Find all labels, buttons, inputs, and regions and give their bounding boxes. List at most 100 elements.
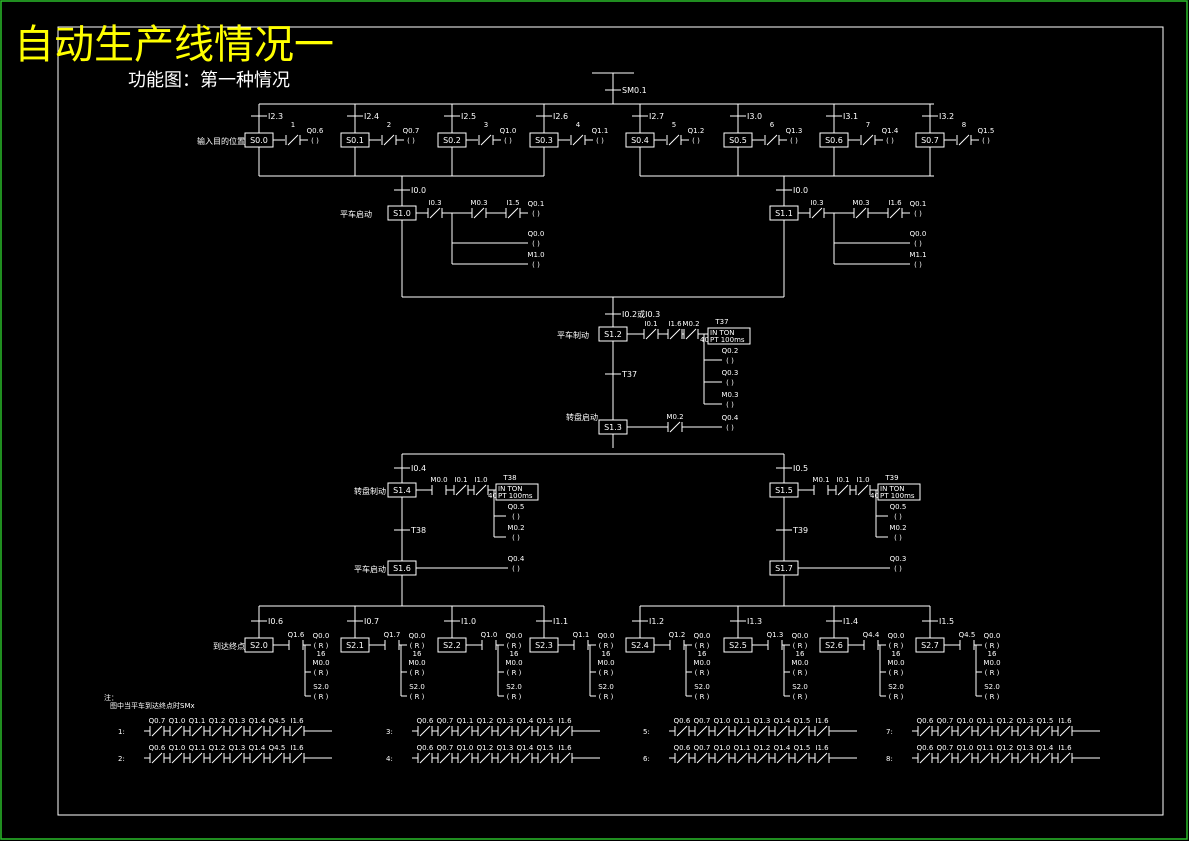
coil-symbol: ( R ) [985, 669, 1000, 677]
contact-label: I1.6 [558, 717, 572, 725]
coil-label: Q0.3 [890, 555, 907, 563]
contact-slash [291, 725, 303, 737]
contact-slash [559, 752, 571, 764]
transition-label: I0.7 [364, 617, 379, 626]
contact-slash [191, 752, 203, 764]
transition-label: I0.0 [793, 186, 808, 195]
contact-label: Q1.2 [669, 631, 686, 639]
coil-count: 16 [317, 650, 326, 658]
page-title: 自动生产线情况一 [14, 22, 334, 68]
contact-slash [519, 725, 531, 737]
coil-label: M0.0 [983, 659, 1000, 667]
position-number: 1 [291, 121, 295, 129]
coil-label: Q0.0 [694, 632, 711, 640]
contact-label: Q1.2 [754, 744, 771, 752]
transition-label: I1.1 [553, 617, 568, 626]
contact-label: Q1.4 [774, 717, 791, 725]
timer-in: IN TON [710, 329, 735, 337]
timer-in: IN TON [880, 485, 905, 493]
note-row-label: 6: [643, 755, 650, 763]
contact-slash [696, 752, 708, 764]
transition-label: I2.6 [553, 112, 568, 121]
contact-slash [291, 752, 303, 764]
contact-label: I0.3 [428, 199, 441, 207]
step-label: S0.1 [346, 136, 364, 145]
coil-label: Q1.2 [688, 127, 705, 135]
notes-text: 图中当平车到达终点时SMx [110, 701, 195, 710]
position-number: 4 [576, 121, 581, 129]
contact-slash [499, 752, 511, 764]
contact-label: Q1.0 [481, 631, 498, 639]
transition-label: I1.0 [461, 617, 476, 626]
contact-label: Q1.4 [249, 744, 266, 752]
transition-label: T37 [621, 370, 637, 379]
contact-label: I1.6 [290, 744, 304, 752]
contact-label: Q1.7 [384, 631, 401, 639]
coil-symbol: ( R ) [410, 669, 425, 677]
coil-symbol: ( ) [894, 534, 902, 542]
contact-label: Q1.2 [209, 717, 226, 725]
contact-label: Q1.4 [774, 744, 791, 752]
coil-label: M0.0 [312, 659, 329, 667]
coil-count: 16 [892, 650, 901, 658]
contact-label: Q1.3 [1017, 744, 1034, 752]
contact-label: Q0.7 [937, 717, 954, 725]
coil-symbol: ( ) [790, 137, 798, 145]
contact-label: Q4.5 [269, 744, 286, 752]
step-label: S0.0 [250, 136, 268, 145]
coil-count: 16 [988, 650, 997, 658]
contact-label: Q4.5 [269, 717, 286, 725]
timer-name: T39 [884, 474, 898, 482]
coil-symbol: ( R ) [599, 642, 614, 650]
contact-slash [151, 752, 163, 764]
transition-label: I0.2或I0.3 [622, 309, 660, 319]
coil-label: Q0.1 [910, 200, 927, 208]
contact-label: I0.1 [454, 476, 467, 484]
contact-label: Q0.6 [917, 744, 934, 752]
coil-count: 16 [510, 650, 519, 658]
coil-symbol: ( R ) [314, 642, 329, 650]
step-label: S1.0 [393, 209, 411, 218]
coil-symbol: ( ) [914, 240, 922, 248]
contact-slash [1019, 752, 1031, 764]
contact-slash [1059, 752, 1071, 764]
coil-symbol: ( R ) [507, 693, 522, 701]
contact-label: Q1.5 [537, 717, 554, 725]
step-label: S1.2 [604, 330, 622, 339]
coil-symbol: ( ) [532, 261, 540, 269]
page-subtitle: 功能图：第一种情况 [128, 70, 290, 91]
contact-slash [716, 725, 728, 737]
contact-label: Q1.4 [249, 717, 266, 725]
transition-label: T38 [410, 526, 426, 535]
contact-slash [539, 752, 551, 764]
contact-slash [499, 725, 511, 737]
contact-label: M0.0 [430, 476, 447, 484]
contact-slash [959, 725, 971, 737]
contact-slash [507, 207, 519, 219]
note-row-label: 1: [118, 728, 125, 736]
contact-label: Q1.3 [229, 744, 246, 752]
contact-label: Q1.1 [189, 744, 206, 752]
contact-label: Q1.3 [754, 717, 771, 725]
coil-symbol: ( R ) [599, 669, 614, 677]
transition-label: I3.2 [939, 112, 954, 121]
coil-symbol: ( R ) [793, 693, 808, 701]
contact-slash [669, 421, 681, 433]
coil-label: Q0.0 [313, 632, 330, 640]
contact-slash [999, 752, 1011, 764]
step-label: S0.4 [631, 136, 649, 145]
timer-box [707, 327, 751, 345]
step-label: S2.3 [535, 641, 553, 650]
contact-slash [439, 725, 451, 737]
contact-slash [231, 752, 243, 764]
coil-label: M0.0 [887, 659, 904, 667]
coil-symbol: ( R ) [985, 693, 1000, 701]
contact-label: Q1.5 [794, 744, 811, 752]
contact-label: Q1.2 [997, 744, 1014, 752]
coil-label: Q0.4 [722, 414, 739, 422]
contact-slash [766, 134, 778, 146]
contact-label: Q1.5 [794, 717, 811, 725]
contact-label: Q1.2 [997, 717, 1014, 725]
